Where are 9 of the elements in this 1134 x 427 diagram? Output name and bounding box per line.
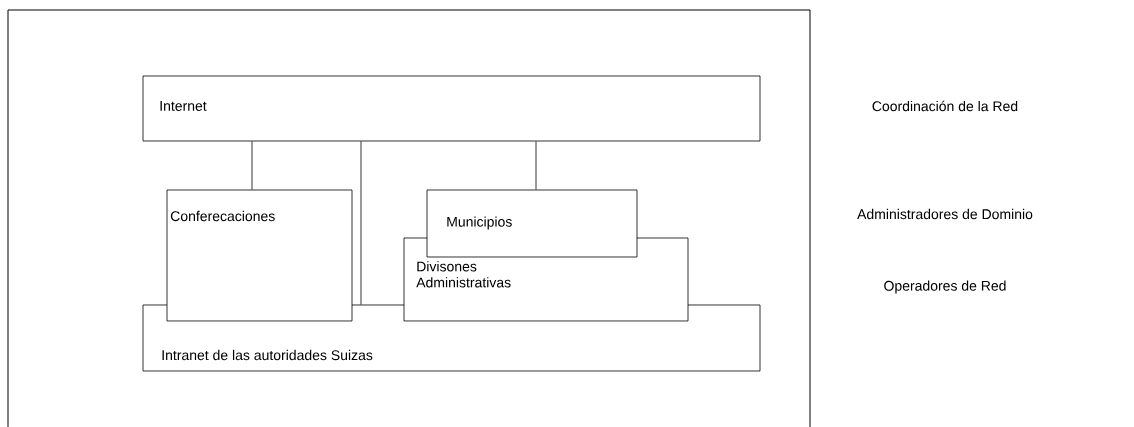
box: Internet [142,75,761,142]
row-label: Administradores de Dominio [857,208,1033,220]
box: Conferecaciones [166,189,353,322]
box: Municipios [426,189,638,258]
connector-line [251,141,253,190]
row-label: Coordinación de la Red [872,100,1018,112]
row-label: Operadores de Red [884,280,1006,294]
connector-line [535,141,537,190]
connector-line [360,141,362,305]
